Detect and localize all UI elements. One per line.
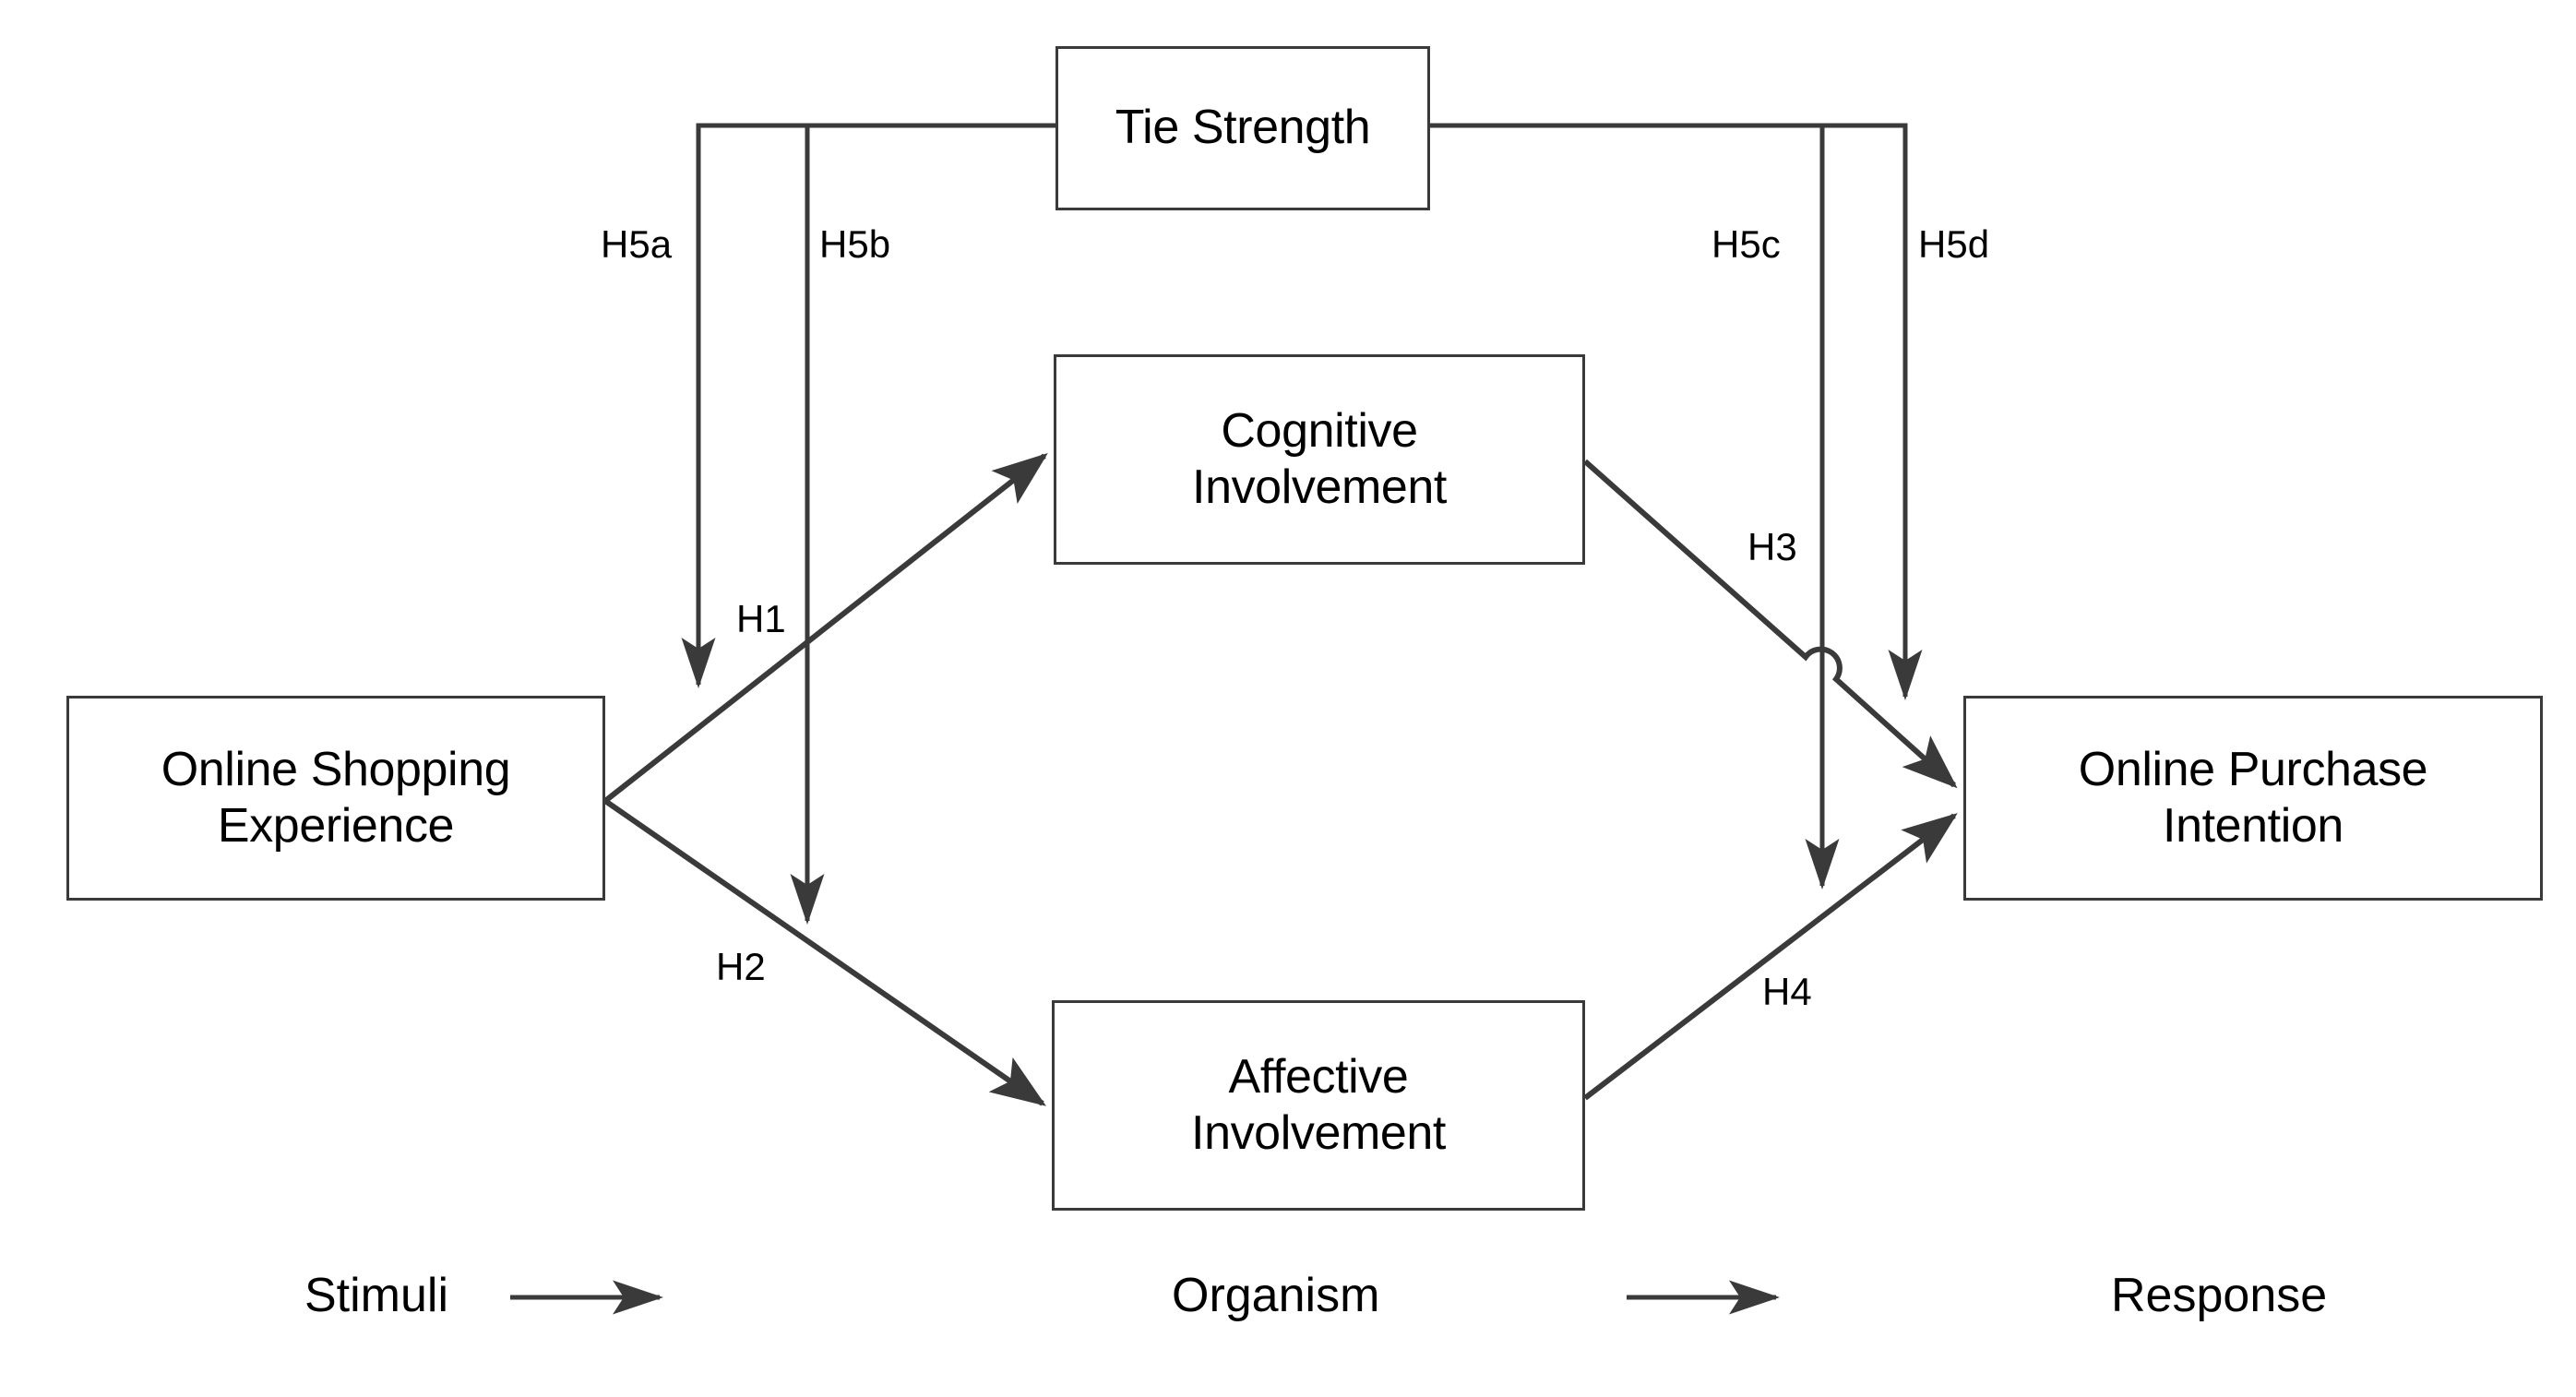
- edge-label-h1: H1: [736, 597, 786, 640]
- band-label-stimuli: Stimuli: [304, 1269, 449, 1322]
- edge-label-h5a: H5a: [601, 222, 673, 266]
- band-label-response: Response: [2111, 1269, 2328, 1322]
- edge-h5b: [790, 123, 1055, 925]
- edge-h1: [603, 453, 1048, 804]
- edge-label-h4: H4: [1762, 970, 1812, 1013]
- node-affective-involvement-label: Affective Involvement: [1191, 1049, 1446, 1160]
- node-tie-strength[interactable]: Tie Strength: [1055, 46, 1430, 210]
- node-online-purchase-intention-label: Online Purchase Intention: [2078, 742, 2428, 853]
- band-label-organism: Organism: [1172, 1269, 1380, 1322]
- edge-h4: [1583, 813, 1958, 1101]
- node-online-shopping-experience-label: Online Shopping Experience: [161, 742, 511, 853]
- node-affective-involvement[interactable]: Affective Involvement: [1052, 1000, 1585, 1211]
- node-online-shopping-experience[interactable]: Online Shopping Experience: [66, 696, 605, 901]
- edge-label-h5b: H5b: [819, 222, 891, 266]
- edge-h3: [1583, 459, 1958, 789]
- node-cognitive-involvement[interactable]: Cognitive Involvement: [1054, 354, 1585, 565]
- edge-h2: [603, 798, 1046, 1106]
- edge-label-h5d: H5d: [1918, 222, 1990, 266]
- edge-label-h3: H3: [1747, 525, 1797, 568]
- edge-h5d: [1430, 123, 1923, 701]
- node-cognitive-involvement-label: Cognitive Involvement: [1192, 403, 1447, 514]
- edge-label-h5c: H5c: [1711, 222, 1781, 266]
- node-tie-strength-label: Tie Strength: [1115, 101, 1371, 155]
- edge-label-h2: H2: [716, 945, 766, 988]
- node-online-purchase-intention[interactable]: Online Purchase Intention: [1963, 696, 2543, 901]
